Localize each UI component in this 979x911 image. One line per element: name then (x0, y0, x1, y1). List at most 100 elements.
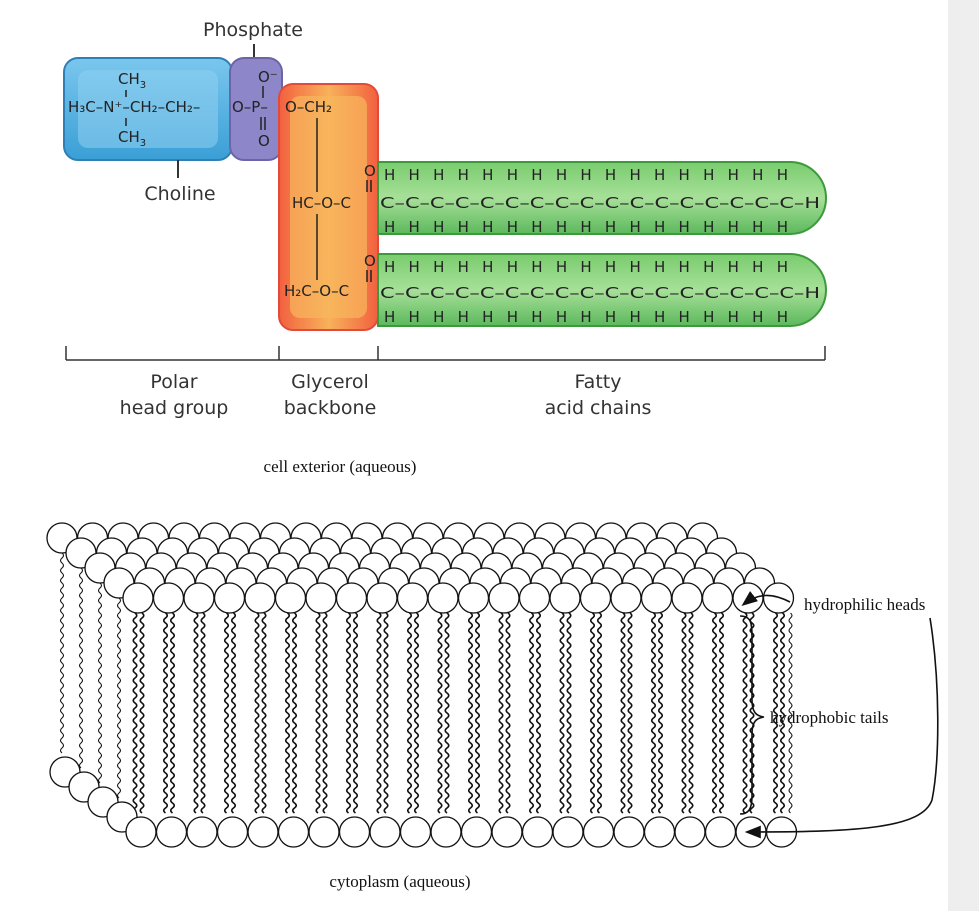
polar-label-line2: head group (120, 397, 229, 419)
lipid-tail (223, 612, 230, 814)
fatty-label-line2: acid chains (545, 397, 652, 419)
fatty-acid-2-h-top: H H H H H H H H H H H H H H H H H (384, 258, 788, 276)
lipid-head-top (427, 582, 459, 614)
glycerol-label-line2: backbone (284, 397, 377, 419)
phosphate-o-bottom: O (258, 132, 270, 150)
lipid-head-top (610, 582, 642, 614)
region-brackets (65, 346, 826, 361)
lipid-head-top (457, 582, 490, 614)
lipid-head-bottom (369, 816, 401, 848)
lipid-tail (505, 612, 511, 814)
lipid-tail (650, 612, 657, 814)
lipid-tail (193, 612, 199, 814)
polar-label-line1: Polar (150, 371, 197, 393)
lipid-head-top (732, 582, 764, 614)
carbonyl-o-upper: O (364, 162, 376, 180)
lipid-head-top (640, 582, 673, 614)
fatty-acid-chain-2 (377, 253, 827, 327)
lipid-tail (200, 612, 206, 814)
lipid-tail (322, 612, 328, 814)
lipid-head-bottom (552, 816, 584, 848)
lipid-tail (139, 612, 145, 814)
lipid-head-top (366, 582, 398, 614)
lipid-head-top (488, 582, 520, 614)
lipid-head-top (518, 582, 551, 614)
lipid-tail-side (97, 582, 103, 784)
lipid-tail (779, 612, 786, 814)
lipid-tail (352, 612, 359, 814)
lipid-head-top (396, 582, 429, 614)
lipid-head-bottom (460, 816, 493, 848)
choline-top-ch3: CH3 (118, 70, 146, 91)
fatty-acid-chain-1 (377, 161, 827, 235)
lipid-head-top (274, 582, 307, 614)
lipid-tail (498, 612, 504, 814)
carbonyl-o-lower: O (364, 252, 376, 270)
lipid-tail (376, 612, 382, 814)
lipid-head-top (671, 582, 703, 614)
cytoplasm-label: cytoplasm (aqueous) (329, 872, 470, 891)
phospholipid-molecule: Phosphate CH3 H₃C–N⁺–CH₂–CH₂– CH3 Cholin… (63, 19, 827, 419)
lipid-tail (559, 612, 565, 814)
lipid-tail (444, 612, 450, 814)
hydrophobic-tails-label: hydrophobic tails (770, 708, 889, 727)
lipid-tail-side (78, 567, 84, 769)
hydrophilic-heads-label: hydrophilic heads (804, 595, 925, 614)
lipid-tail (162, 612, 169, 814)
lipid-head-top (122, 582, 154, 614)
glycerol-box-inner (290, 96, 367, 318)
lipid-tail (711, 612, 718, 814)
lipid-tail (596, 612, 603, 814)
lipid-tail (627, 612, 633, 814)
lipid-head-bottom (186, 816, 218, 848)
lipid-tail (261, 612, 267, 814)
lipid-tail (535, 612, 542, 814)
lipid-head-top (701, 582, 734, 614)
lipid-tail (315, 612, 321, 814)
lipid-head-bottom (399, 816, 432, 848)
lipid-tail (413, 612, 420, 814)
lipid-head-top (183, 582, 215, 614)
cell-exterior-label: cell exterior (aqueous) (264, 457, 417, 476)
choline-label: Choline (144, 183, 215, 205)
lipid-tail (772, 612, 779, 814)
lipid-head-bottom (674, 816, 706, 848)
lipid-tail (620, 612, 626, 814)
lipid-tail-side (59, 552, 65, 754)
lipid-tail (437, 612, 443, 814)
choline-chain: H₃C–N⁺–CH₂–CH₂– (68, 98, 200, 116)
lipid-head-bottom (247, 816, 279, 848)
glycerol-row1: O–CH₂ (285, 98, 332, 116)
lipid-head-top (579, 582, 612, 614)
fatty-acid-2-carbons: C–C–C–C–C–C–C–C–C–C–C–C–C–C–C–C–C–H (380, 284, 820, 302)
heads-bottom-arrow (744, 617, 939, 839)
lipid-tail (742, 612, 748, 814)
lipid-head-top (305, 582, 337, 614)
lipid-tail (657, 612, 664, 814)
lipid-head-bottom (704, 816, 737, 848)
tails-brace (739, 615, 765, 815)
glycerol-label-line1: Glycerol (291, 371, 369, 393)
fatty-acid-2-h-bottom: H H H H H H H H H H H H H H H H H (384, 308, 788, 326)
lipid-head-top (335, 582, 368, 614)
lipid-head-bottom (613, 816, 645, 848)
lipid-head-bottom (521, 816, 554, 848)
lipid-tail (132, 612, 138, 814)
lipid-head-bottom (338, 816, 371, 848)
lipid-tail (345, 612, 352, 814)
choline-bottom-ch3: CH3 (118, 128, 146, 149)
page-edge (948, 0, 979, 911)
lipid-head-bottom (155, 816, 188, 848)
lipid-bilayer (46, 522, 798, 848)
fatty-acid-1-carbons: C–C–C–C–C–C–C–C–C–C–C–C–C–C–C–C–C–H (380, 194, 820, 212)
lipid-head-top (152, 582, 185, 614)
lipid-tail (406, 612, 413, 814)
lipid-tail (589, 612, 596, 814)
lipid-tail (566, 612, 572, 814)
phosphate-o-top: O⁻ (258, 68, 278, 86)
lipid-tail (230, 612, 237, 814)
choline-box-inner (78, 70, 218, 148)
heads-arrow (741, 591, 791, 606)
lipid-tail-edge (788, 612, 793, 814)
